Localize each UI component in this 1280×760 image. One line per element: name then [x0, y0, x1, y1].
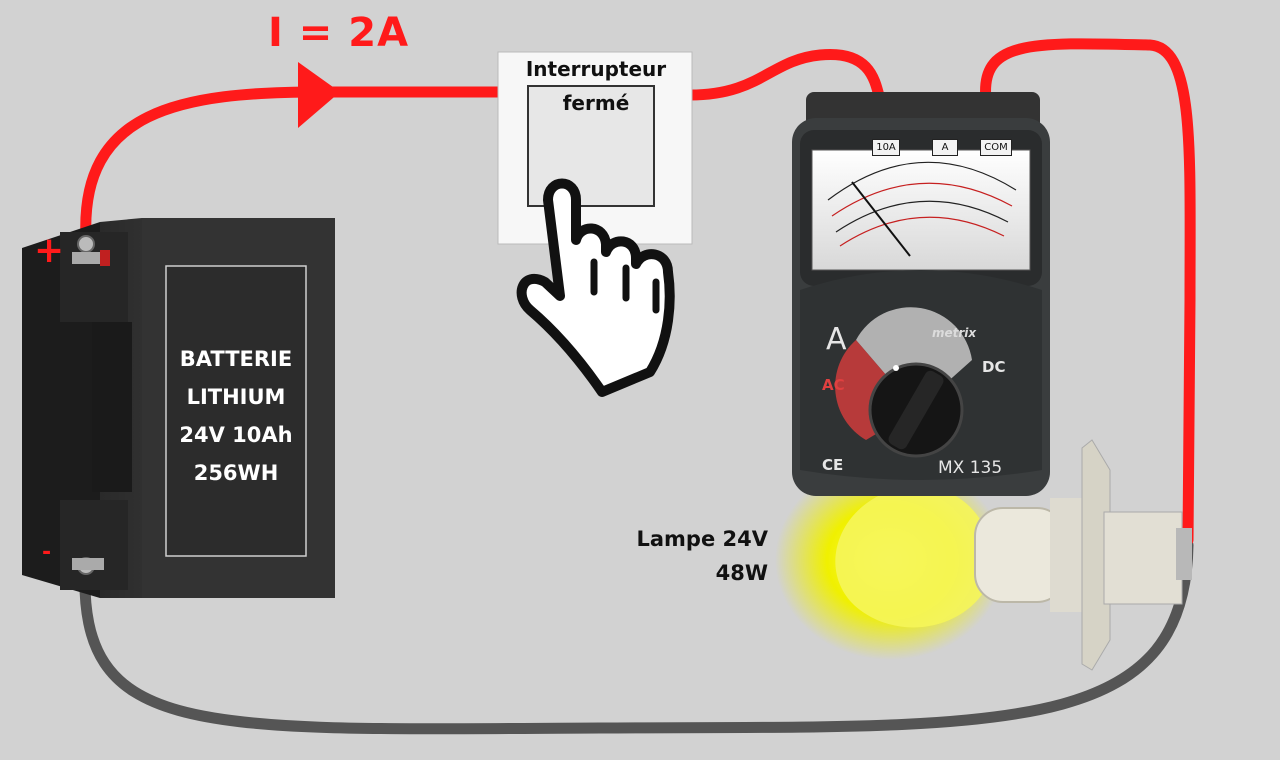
meter-terminal-com: COM — [980, 139, 1012, 156]
meter-terminal-a: A — [932, 139, 958, 156]
switch-label: Interrupteur fermé — [500, 52, 692, 120]
meter-terminal-10a: 10A — [872, 139, 900, 156]
negative-wire — [79, 539, 1194, 735]
light-bulb-icon — [835, 439, 1192, 671]
meter-dc-label: DC — [982, 358, 1006, 376]
positive-wire-battery-switch — [80, 86, 506, 244]
meter-model-label: MX 135 — [938, 458, 1003, 478]
lamp-label-line-1: Lampe 24V — [636, 527, 769, 551]
meter-unit-label: A — [826, 322, 847, 357]
meter-ac-label: AC — [822, 376, 845, 394]
current-arrow-icon — [298, 62, 340, 128]
current-label: I = 2A — [268, 10, 410, 56]
switch-label-line-1: Interrupteur — [525, 57, 667, 81]
battery-label-line-1: BATTERIE — [179, 347, 293, 371]
battery-minus-sign: - — [42, 540, 52, 565]
meter-ce-mark: CE — [822, 456, 844, 474]
battery-label-line-3: 24V 10Ah — [179, 423, 293, 447]
lamp-label: Lampe 24V 48W — [600, 522, 769, 590]
multimeter-icon — [792, 92, 1050, 496]
hand-pointer-icon — [516, 178, 675, 397]
switch-icon[interactable] — [497, 51, 693, 245]
battery-label-line-2: LITHIUM — [186, 385, 286, 409]
positive-wire-meter-lamp — [980, 38, 1196, 546]
positive-wire-switch-meter — [684, 48, 886, 106]
battery-icon — [22, 218, 335, 598]
lamp-label-line-2: 48W — [715, 561, 768, 585]
meter-brand: metrix — [932, 326, 977, 340]
battery-plus-sign: + — [34, 230, 65, 271]
battery-label: BATTERIE LITHIUM 24V 10Ah 256WH — [168, 340, 304, 492]
battery-label-line-4: 256WH — [193, 461, 279, 485]
switch-label-line-2: fermé — [562, 91, 630, 115]
